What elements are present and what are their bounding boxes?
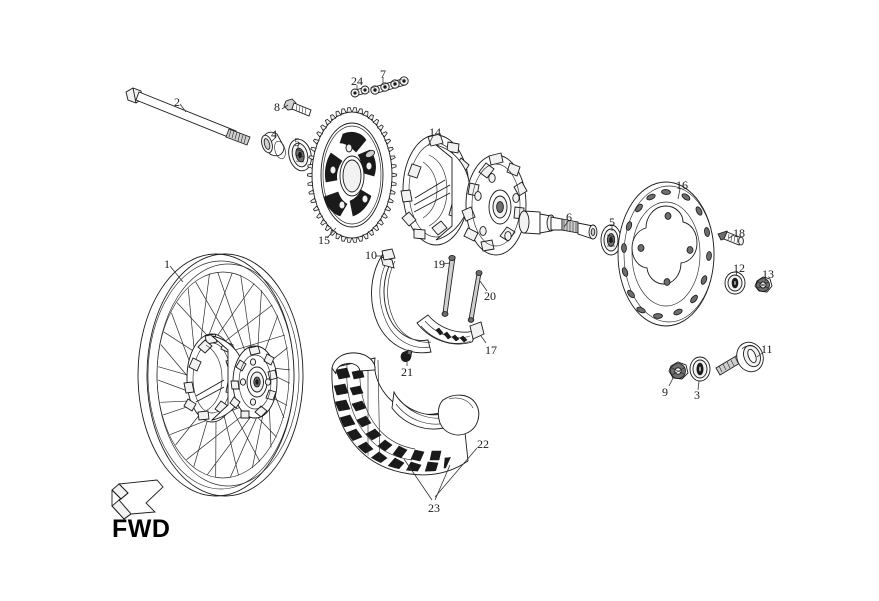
callout-3: 3: [694, 388, 700, 402]
part-brake-shoe: [371, 248, 432, 354]
callout-17: 17: [485, 343, 497, 357]
callout-9: 9: [662, 385, 668, 399]
part-axle-sleeve-spacer: [518, 210, 598, 240]
callout-8: 8: [274, 100, 280, 114]
callout-2: 2: [174, 95, 180, 109]
part-lock-nut: [668, 361, 689, 380]
callout-21: 21: [401, 365, 413, 379]
callout-12: 12: [733, 261, 745, 275]
callout-4: 4: [271, 127, 277, 141]
part-brake-disc-rotor: [617, 181, 715, 327]
callout-14: 14: [429, 125, 441, 139]
part-sprocket-bolt: [283, 98, 312, 117]
part-tire-and-tube: [331, 352, 480, 476]
callout-16: 16: [676, 178, 688, 192]
part-chain-master-link: [350, 85, 370, 98]
part-wheel-bearing-right: [600, 224, 622, 256]
part-brake-shoe-lining: [416, 314, 485, 345]
part-spoked-wheel-rim: [137, 253, 304, 497]
callout-1: 1: [164, 257, 170, 271]
part-disc-washer: [724, 271, 746, 295]
part-washer: [689, 356, 711, 382]
part-rear-sprocket: [307, 107, 397, 243]
callout-24: 24: [351, 74, 363, 88]
fwd-label: FWD: [112, 515, 171, 543]
part-axle-spacer-collar: [261, 131, 286, 160]
callout-leader-lines: [169, 77, 767, 501]
part-wheel-hub-carrier: [400, 133, 471, 246]
callout-10: 10: [365, 248, 377, 262]
callout-23: 23: [428, 501, 440, 515]
callout-5-right: 5: [609, 215, 615, 229]
callout-7: 7: [380, 67, 386, 81]
callout-11: 11: [761, 342, 773, 356]
callout-20: 20: [484, 289, 496, 303]
callout-13: 13: [762, 267, 774, 281]
part-disc-nut: [754, 276, 773, 293]
part-disc-mounting-screw: [717, 230, 744, 246]
callout-18: 18: [733, 226, 745, 240]
callout-15: 15: [318, 233, 330, 247]
part-rear-axle-shaft: [125, 87, 251, 146]
part-brake-drum-carrier: [461, 152, 528, 256]
part-brake-anchor-bolt: [715, 341, 764, 376]
part-brake-spring-short: [467, 270, 483, 323]
callout-5-left: 5: [294, 135, 300, 149]
callout-19: 19: [433, 257, 445, 271]
fwd-arrow-icon: [111, 479, 164, 520]
part-drive-chain: [370, 76, 409, 95]
callout-22: 22: [477, 437, 489, 451]
part-brake-pin-clip: [400, 349, 413, 362]
part-wheel-bearing-left: [288, 138, 312, 172]
callout-6: 6: [566, 210, 572, 224]
part-brake-spring-long: [441, 254, 456, 317]
